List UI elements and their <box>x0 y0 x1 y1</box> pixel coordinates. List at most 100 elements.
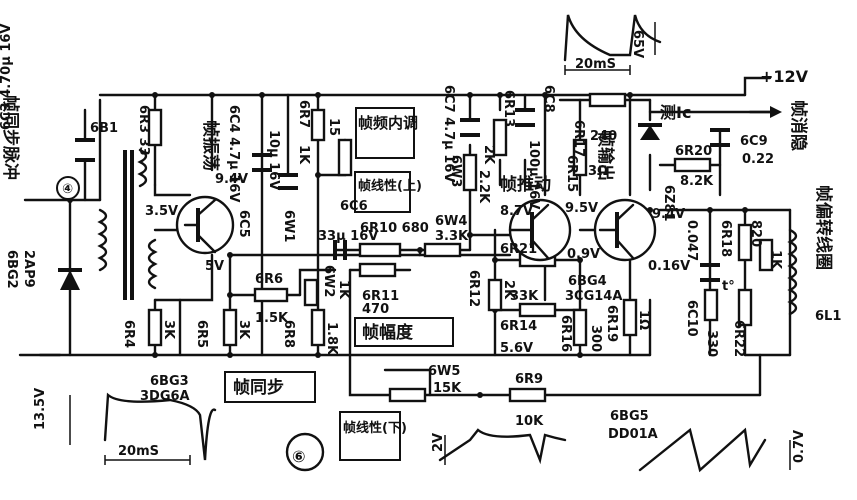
r5v-label: 3K <box>236 320 251 340</box>
box-linearity-upper <box>354 171 411 213</box>
r21v-label: 33K <box>510 289 539 304</box>
r12-label: 6R12 <box>466 270 481 307</box>
w4-label: 6W4 <box>435 214 467 229</box>
resistor-6r14 <box>518 302 557 318</box>
supply-label: +12V <box>760 67 809 86</box>
resistor-6r5 <box>222 308 238 347</box>
r11v-label: 470 <box>362 302 389 317</box>
node4-circle <box>56 176 80 200</box>
r9-label: 6R9 <box>515 372 543 387</box>
deflection-coil-6l1 <box>787 228 798 316</box>
r16v-label: 300 <box>588 325 603 352</box>
r21-label: 6R21 <box>500 242 537 257</box>
zener-6z81 <box>638 123 662 140</box>
w1-label: 6W1 <box>281 210 296 242</box>
resistor-6r17 <box>588 92 627 108</box>
r12v-label: 2K <box>501 280 516 300</box>
arrow-head <box>770 106 782 118</box>
v-8-7: 8.7V <box>500 204 533 219</box>
resistor-6r16 <box>572 308 588 347</box>
capacitors <box>75 108 730 282</box>
waveform-top <box>563 14 662 75</box>
capacitor-6c7 <box>460 118 480 137</box>
wave-bl-amp: 13.5V <box>33 388 48 430</box>
resistor-6r20 <box>673 157 712 173</box>
v-5: 5V <box>205 259 224 274</box>
amplitude-label: 帧幅度 <box>362 322 414 343</box>
figure-number: ⑥ <box>292 447 306 466</box>
r20v-label: 8.2K <box>680 174 714 189</box>
v-9-5: 9.5V <box>565 201 598 216</box>
c5v-label: 10μ 16V <box>266 130 281 190</box>
resistor-6r15 <box>572 138 588 177</box>
transistor-6bg5 <box>593 198 657 262</box>
driver-label: 帧推动 <box>500 174 551 195</box>
measure-ic-label: 测Ic <box>660 103 691 122</box>
diode-name: 6BG2 <box>4 250 19 289</box>
resistor-6r3 <box>147 108 163 147</box>
bg3-type-text: 3DG6A <box>140 389 190 404</box>
r3-label: 6R3 33 <box>136 105 151 156</box>
blanking-label: 帧消隐 <box>788 100 809 151</box>
r22-label: 6R22 <box>731 320 746 357</box>
wave-bl-period: 20mS <box>118 444 159 459</box>
bg3-name-text: 6BG3 <box>150 374 189 389</box>
r14-label: 6R14 <box>500 319 537 334</box>
r10-label: 6R10 680 <box>360 221 429 236</box>
resistor-6r12 <box>487 278 503 312</box>
r20-label: 6R20 <box>675 144 712 159</box>
r17v-label: 240 <box>590 129 617 144</box>
w3v-label: 2.2K <box>476 170 491 204</box>
transistor-6bg3 <box>175 195 235 255</box>
c8v-label: 100μ 16V <box>526 140 541 209</box>
resistor-6w4 <box>423 242 462 258</box>
wave-top-period: 20mS <box>575 57 616 72</box>
waveform-bottom-mid <box>438 428 567 465</box>
c6v-label: 33μ 16V <box>318 229 378 244</box>
r18v-label: 820 <box>748 220 763 247</box>
box-linearity-lower <box>339 411 401 461</box>
c4-label: 6C4 4.7μ 16V <box>226 105 241 202</box>
r6v-label: 1.5K <box>255 311 289 326</box>
r13v-label: 2K <box>481 145 496 165</box>
r5-label: 6R5 <box>194 320 209 348</box>
w4v-label: 3.3K <box>435 229 469 244</box>
bg5-type-text: DD01A <box>608 427 658 442</box>
r6-label: 6R6 <box>255 272 283 287</box>
r8v-label: 1.8K <box>324 322 339 356</box>
capacitor-6c9 <box>710 128 730 147</box>
r16-label: 6R16 <box>558 315 573 352</box>
r19v-label: 1Ω <box>636 310 651 330</box>
resistor-6r10 <box>358 242 402 258</box>
r8-label: 6R8 <box>281 320 296 348</box>
c8-label: 6C8 <box>541 85 556 113</box>
resistor-6r11 <box>358 262 397 278</box>
resistor-thermistor <box>703 288 719 322</box>
bg3-name: 6B1 <box>90 121 118 136</box>
w2-label: 6W2 <box>321 265 336 297</box>
w3-label: 6W3 <box>448 155 463 187</box>
deflection-coil-label: 帧偏转线圈 <box>813 185 834 270</box>
resistor-6w2 <box>303 278 319 307</box>
oscillator-label: 帧振荡 <box>200 120 221 171</box>
capacitor-6c5 <box>278 173 298 190</box>
c9v-label: 0.22 <box>742 152 774 167</box>
figure-number-circle <box>285 432 325 472</box>
bg4-type-text: 3CG14A <box>565 289 622 304</box>
wave-bm-amp: 2V <box>431 433 446 452</box>
w1v-label: 1K <box>296 145 311 165</box>
r9v-label: 10K <box>515 414 544 429</box>
bg5-name-text: 6BG5 <box>610 409 649 424</box>
capacitor-6c6 <box>333 240 347 260</box>
frame-sync-label: 帧同步 <box>233 377 284 398</box>
c10-label: 6C10 <box>684 300 699 337</box>
linearity-upper-label: 帧线性(上) <box>358 178 422 194</box>
w5v-label: 15K <box>433 381 462 396</box>
junction-dots <box>67 92 748 398</box>
wave-br-amp: 0.7V <box>792 430 807 463</box>
r4-label: 6R4 <box>121 320 136 348</box>
transistor-6bg4 <box>508 198 572 262</box>
r15bv-label: 3Ω <box>588 164 608 179</box>
v-3-5: 3.5V <box>145 204 178 219</box>
diode-type: 2AP9 <box>21 250 36 288</box>
